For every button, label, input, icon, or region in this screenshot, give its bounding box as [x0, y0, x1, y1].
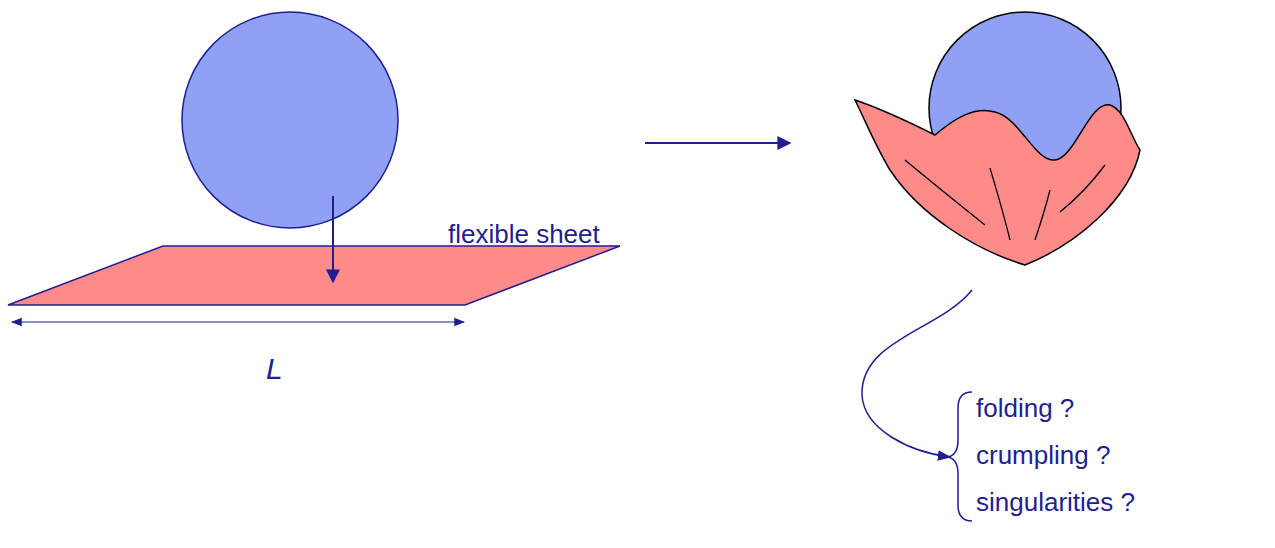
- question-label: singularities ?: [976, 488, 1135, 517]
- dimension-line: [12, 321, 464, 322]
- leader-arrow: [862, 290, 972, 457]
- transition-arrow: [645, 142, 790, 144]
- question-label: folding ?: [976, 394, 1074, 423]
- flexible-sheet: [8, 246, 620, 305]
- wrapped-sheet: [855, 100, 1140, 265]
- sheet-label: flexible sheet: [448, 220, 600, 249]
- brace: [948, 392, 972, 521]
- dimension-label: L: [266, 352, 283, 385]
- question-label: crumpling ?: [976, 441, 1110, 470]
- ball: [182, 12, 398, 228]
- force-arrow: [332, 196, 334, 282]
- fold-lines: [905, 160, 1105, 240]
